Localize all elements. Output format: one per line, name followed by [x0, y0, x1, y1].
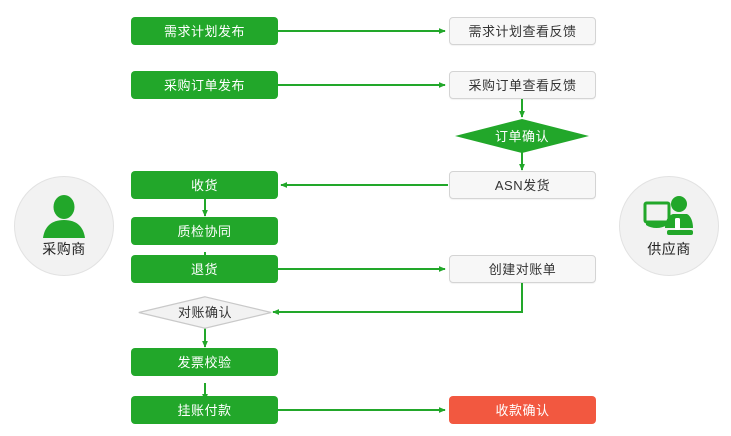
node-label: 需求计划发布	[163, 23, 245, 39]
node-po-publish[interactable]: 采购订单发布	[131, 71, 278, 99]
actor-buyer[interactable]: 采购商	[14, 176, 114, 276]
diamond-shape-gray	[138, 296, 272, 329]
actor-label: 供应商	[647, 240, 691, 257]
node-label: 收款确认	[495, 402, 550, 418]
node-label: 需求计划查看反馈	[468, 23, 577, 39]
node-invoice-check[interactable]: 发票校验	[131, 348, 278, 376]
node-qc-collab[interactable]: 质检协同	[131, 217, 278, 245]
node-po-feedback[interactable]: 采购订单查看反馈	[449, 71, 596, 99]
node-payment-posting[interactable]: 挂账付款	[131, 396, 278, 424]
node-label: 退货	[190, 261, 218, 277]
node-label: 对账确认	[177, 305, 232, 320]
node-demand-plan-publish[interactable]: 需求计划发布	[131, 17, 278, 45]
node-label: 采购订单发布	[163, 77, 245, 93]
node-statement-confirm[interactable]: 对账确认	[138, 296, 272, 329]
actor-label: 采购商	[42, 240, 86, 257]
node-label: 发票校验	[177, 354, 232, 370]
node-label: 收货	[190, 177, 218, 193]
person-icon	[43, 194, 85, 238]
node-order-confirm[interactable]: 订单确认	[455, 119, 589, 153]
node-label: 订单确认	[494, 128, 549, 144]
node-label: 采购订单查看反馈	[468, 77, 577, 93]
actor-supplier[interactable]: 供应商	[619, 176, 719, 276]
node-asn-ship[interactable]: ASN发货	[449, 171, 596, 199]
node-receive-goods[interactable]: 收货	[131, 171, 278, 199]
edge-create-statement-to-statement-confirm	[272, 283, 523, 315]
node-return-goods[interactable]: 退货	[131, 255, 278, 283]
node-label: 创建对账单	[488, 261, 557, 277]
node-create-statement[interactable]: 创建对账单	[449, 255, 596, 283]
node-demand-plan-feedback[interactable]: 需求计划查看反馈	[449, 17, 596, 45]
node-receipt-confirm[interactable]: 收款确认	[449, 396, 596, 424]
node-label: 挂账付款	[177, 402, 232, 418]
diamond-shape-green	[455, 119, 589, 153]
person-at-computer-icon	[643, 195, 693, 235]
node-label: 质检协同	[177, 223, 232, 239]
node-label: ASN发货	[494, 177, 551, 193]
